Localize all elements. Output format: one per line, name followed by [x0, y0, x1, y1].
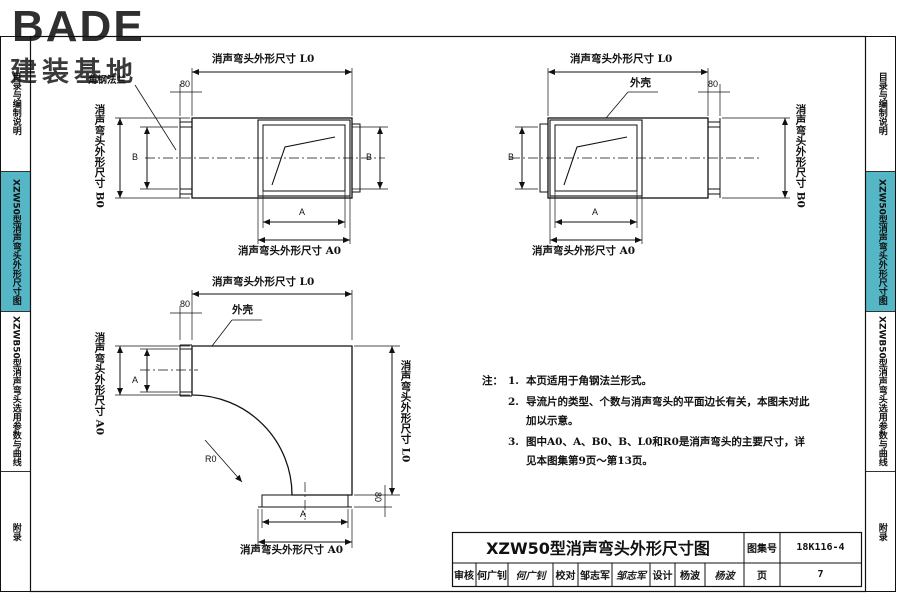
note-text: 本页适用于角钢法兰形式。 — [526, 375, 652, 387]
d2-b-left-label: B — [508, 152, 515, 162]
right-tab-selection-params-label: XZWB50型消声弯头选用参数与曲线 — [876, 316, 887, 467]
left-tab-dimension-drawing[interactable]: XZW50型消声弯头外形尺寸图 — [0, 172, 30, 312]
d3-top-dim-label: 消声弯头外形尺寸 L0 — [212, 276, 315, 288]
left-tab-dimension-drawing-label: XZW50型消声弯头外形尺寸图 — [10, 178, 21, 305]
design-label: 设计 — [652, 571, 673, 582]
d3-radius-label: R0 — [205, 454, 217, 464]
drawing2-silencer-elevation — [510, 68, 790, 244]
atlas-no-value: 18K116-4 — [796, 541, 845, 553]
notes-block: 注： 1. 本页适用于角钢法兰形式。 2. 导流片的类型、个数与消声弯头的平面边… — [482, 372, 812, 471]
left-tab-column: 目录与编制说明 XZW50型消声弯头外形尺寸图 XZWB50型消声弯头选用参数与… — [0, 36, 30, 591]
d1-left-dim-label: 消声弯头外形尺寸 B0 — [93, 104, 106, 208]
left-tab-appendix-label: 附录 — [10, 522, 21, 541]
d1-flange-dim-label: 80 — [180, 79, 191, 89]
review-name: 何广钊 — [477, 571, 507, 582]
d2-right-dim-label: 消声弯头外形尺寸 B0 — [794, 104, 807, 208]
d2-flange-dim-label: 80 — [708, 79, 719, 89]
d3-a-bottom-label: A — [300, 509, 307, 519]
note-item-1: 注： 1. 本页适用于角钢法兰形式。 — [482, 372, 812, 391]
note-number: 3. — [508, 436, 519, 448]
right-tab-dimension-drawing[interactable]: XZW50型消声弯头外形尺寸图 — [866, 172, 896, 312]
atlas-no-label: 图集号 — [747, 543, 777, 555]
title-block: XZW50型消声弯头外形尺寸图 图集号 18K116-4 审核 何广钊 何广钊 … — [452, 532, 861, 586]
design-name: 杨波 — [680, 571, 700, 582]
check-label: 校对 — [555, 571, 576, 582]
title-block-grid — [451, 531, 863, 588]
right-tab-selection-params[interactable]: XZWB50型消声弯头选用参数与曲线 — [866, 312, 896, 472]
d3-right-dim-label: 消声弯头外形尺寸 L0 — [399, 360, 412, 463]
right-tab-contents[interactable]: 目录与编制说明 — [866, 36, 896, 172]
page-number: 7 — [817, 569, 824, 580]
note-item-3: 3. 图中A0、A、B0、B、L0和R0是消声弯头的主要尺寸，详见本图集第9页～… — [482, 433, 812, 471]
note-text: 图中A0、A、B0、B、L0和R0是消声弯头的主要尺寸，详见本图集第9页～第13… — [526, 436, 805, 467]
d3-bottom-dim-label: 消声弯头外形尺寸 A0 — [240, 544, 344, 556]
right-tab-dimension-drawing-label: XZW50型消声弯头外形尺寸图 — [876, 178, 887, 305]
right-tab-contents-label: 目录与编制说明 — [876, 72, 887, 135]
note-text: 导流片的类型、个数与消声弯头的平面边长有关，本图未对此加以示意。 — [526, 396, 810, 427]
d1-b-right-label: B — [366, 152, 373, 162]
note-number: 1. — [508, 375, 519, 387]
d2-bottom-dim-label: 消声弯头外形尺寸 A0 — [532, 245, 636, 257]
d1-top-dim-label: 消声弯头外形尺寸 L0 — [212, 53, 315, 65]
notes-heading: 注： — [482, 375, 503, 387]
d3-a-left-label: A — [132, 375, 139, 385]
right-tab-column: 目录与编制说明 XZW50型消声弯头外形尺寸图 XZWB50型消声弯头选用参数与… — [866, 36, 896, 591]
right-tab-border — [865, 36, 896, 592]
design-signature: 杨波 — [714, 571, 735, 582]
drawing3-silencer-plan — [115, 290, 400, 548]
left-tab-contents[interactable]: 目录与编制说明 — [0, 36, 30, 172]
d3-shell-label: 外壳 — [232, 304, 253, 316]
check-name: 邹志军 — [580, 571, 610, 582]
left-tab-border — [0, 36, 31, 592]
d3-left-dim-label: 消声弯头外形尺寸 A0 — [93, 332, 106, 436]
d1-b-left-label: B — [132, 152, 139, 162]
right-tab-appendix-label: 附录 — [876, 522, 887, 541]
note-number: 2. — [508, 396, 519, 408]
right-tab-appendix[interactable]: 附录 — [866, 472, 896, 591]
d1-a-dim-label: A — [299, 207, 306, 217]
left-tab-selection-params-label: XZWB50型消声弯头选用参数与曲线 — [10, 316, 21, 467]
drawing1-silencer-elevation — [115, 68, 388, 244]
left-tab-selection-params[interactable]: XZWB50型消声弯头选用参数与曲线 — [0, 312, 30, 472]
d1-bottom-dim-label: 消声弯头外形尺寸 A0 — [238, 245, 342, 257]
d3-flange-dim-label: 80 — [180, 299, 191, 309]
brand-logo-en: BADE — [12, 2, 145, 51]
left-tab-appendix[interactable]: 附录 — [0, 472, 30, 591]
page-label: 页 — [757, 571, 767, 582]
check-signature: 邹志军 — [616, 571, 646, 582]
d2-top-dim-label: 消声弯头外形尺寸 L0 — [570, 53, 673, 65]
note-item-2: 2. 导流片的类型、个数与消声弯头的平面边长有关，本图未对此加以示意。 — [482, 393, 812, 431]
d2-a-dim-label: A — [592, 207, 599, 217]
review-label: 审核 — [454, 571, 474, 582]
review-signature: 何广钊 — [515, 571, 546, 582]
left-tab-contents-label: 目录与编制说明 — [10, 72, 21, 135]
d1-flange-label: 角钢法兰 — [88, 75, 127, 86]
drawing-title: XZW50型消声弯头外形尺寸图 — [486, 539, 710, 558]
sheet-frame — [29, 35, 867, 593]
d3-flange-dim-bottom-label: 80 — [373, 492, 383, 503]
d2-shell-label: 外壳 — [630, 77, 651, 89]
